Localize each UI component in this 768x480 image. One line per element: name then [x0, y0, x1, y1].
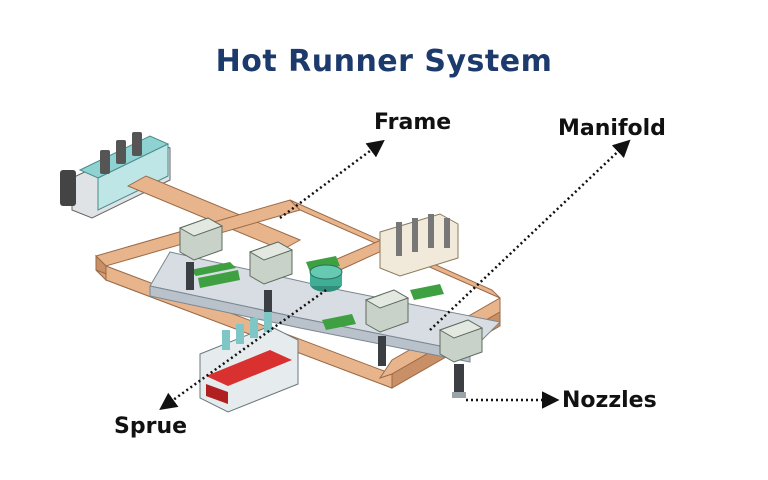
- manifold: [149, 251, 502, 363]
- heater-box-1: [178, 217, 224, 261]
- right-connector-block: [379, 213, 459, 277]
- inlet-connector-block: [60, 132, 171, 219]
- heater-box-3: [364, 289, 410, 333]
- leader-frame: [279, 139, 385, 220]
- label-nozzles: Nozzles: [562, 388, 657, 413]
- nozzles: [186, 262, 466, 398]
- label-frame: Frame: [374, 110, 452, 135]
- label-manifold: Manifold: [558, 116, 666, 141]
- diagram-title: Hot Runner System: [215, 44, 553, 79]
- heater-box-4: [438, 319, 484, 363]
- leader-sprue: [159, 288, 327, 411]
- leader-manifold: [429, 139, 631, 331]
- sprue-connector-bank: [199, 312, 299, 413]
- heater-box-2: [248, 241, 294, 285]
- label-sprue: Sprue: [114, 414, 188, 439]
